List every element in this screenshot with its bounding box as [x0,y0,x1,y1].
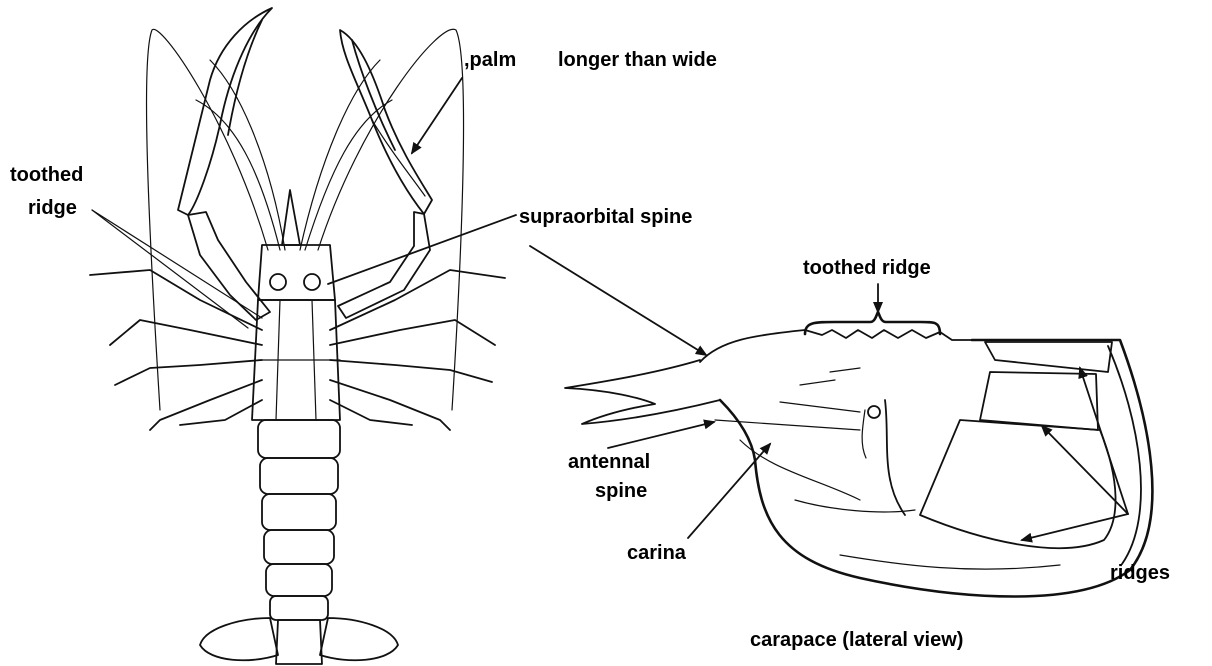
antennal-spine-leader [608,422,714,448]
head-region [258,245,335,300]
left-antenna [147,29,268,410]
palm-leader [412,78,462,153]
middle-panel [980,372,1098,430]
toothed-ridge-left-label-line2: ridge [28,196,77,221]
palm-label: ,palm [464,48,516,73]
walking-legs-left [90,270,262,430]
ridges-leader-2 [1042,426,1128,514]
carina-leader [688,444,770,538]
ridges-leader-1 [1080,368,1128,514]
ridges-label: ridges [1110,561,1170,586]
dorsal-toothed-edge [805,330,972,340]
right-eye [304,274,320,290]
spine-dot [868,406,880,418]
toothed-ridge-left-label-line1: toothed [10,163,83,188]
supraorbital-leader-left [328,215,516,284]
antennal-spine-label-line1: antennal [568,450,650,475]
carapace-caption: carapace (lateral view) [750,628,963,653]
walking-legs-right [330,270,505,430]
longer-than-wide-label: longer than wide [558,48,717,73]
toothed-ridge-right-label: toothed ridge [803,256,931,281]
supraorbital-spine-label: supraorbital spine [519,205,692,230]
lateral-rostrum [565,360,720,424]
rostrum [282,190,300,245]
antennal-spine-label-line2: spine [595,479,647,504]
left-eye [270,274,286,290]
lower-panel [920,420,1116,548]
right-antenna [318,29,464,410]
cervical-groove [885,400,905,515]
toothed-ridge-left-leader [92,210,262,318]
tail-fan [200,618,398,664]
abdomen [258,420,340,620]
carina-label: carina [627,541,686,566]
supraorbital-leader-right [530,246,706,355]
toothed-ridge-left-leader-2 [92,210,248,328]
toothed-ridge-brace [805,312,940,334]
upper-panel [985,342,1112,372]
